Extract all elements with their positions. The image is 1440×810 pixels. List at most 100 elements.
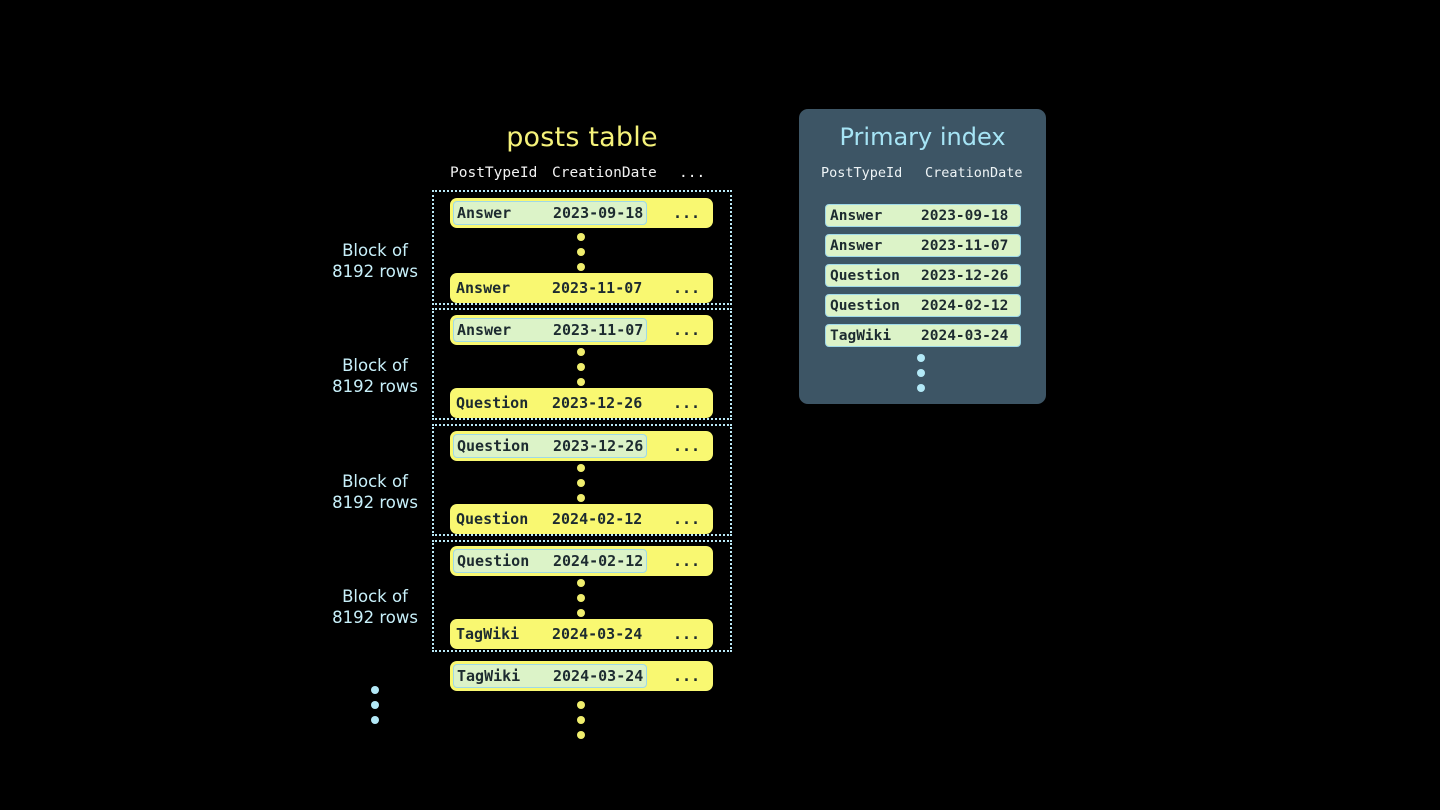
cell-ellipsis: ... xyxy=(673,321,701,339)
cell-ellipsis: ... xyxy=(673,394,701,412)
table-row: Question 2023-12-26 ... xyxy=(450,431,713,461)
row-ellipsis-dots xyxy=(577,348,587,393)
cell-creationdate: 2024-03-24 xyxy=(921,327,1009,344)
cell-ellipsis: ... xyxy=(673,437,701,455)
row-cells: Answer 2023-11-07 xyxy=(456,273,642,303)
cell-creationdate: 2023-11-07 xyxy=(552,279,643,297)
table-row: Question 2024-02-12 ... xyxy=(450,504,713,534)
block-label-2-line2: 8192 rows xyxy=(332,377,418,396)
block-label-4: Block of 8192 rows xyxy=(300,586,450,628)
cell-ellipsis: ... xyxy=(673,279,701,297)
dot xyxy=(577,479,585,487)
cell-creationdate: 2024-02-12 xyxy=(553,552,644,570)
blocks-ellipsis-dots-bottom xyxy=(371,686,381,731)
cell-creationdate: 2024-02-12 xyxy=(921,297,1009,314)
cell-posttypeid: TagWiki xyxy=(457,667,521,685)
dot xyxy=(577,701,585,709)
cell-posttypeid: Answer xyxy=(456,279,511,297)
dot xyxy=(371,716,379,724)
block-label-3: Block of 8192 rows xyxy=(300,471,450,513)
block-label-4-line2: 8192 rows xyxy=(332,608,418,627)
block-label-4-line1: Block of xyxy=(342,587,408,606)
index-entry: Answer 2023-09-18 xyxy=(825,204,1021,227)
cell-ellipsis: ... xyxy=(673,625,701,643)
dot xyxy=(577,464,585,472)
dot xyxy=(917,369,925,377)
column-header-creationdate: CreationDate xyxy=(552,165,657,181)
dot xyxy=(577,233,585,241)
dot xyxy=(577,494,585,502)
cell-creationdate: 2023-11-07 xyxy=(553,321,644,339)
cell-creationdate: 2023-09-18 xyxy=(921,207,1009,224)
index-entry: Question 2024-02-12 xyxy=(825,294,1021,317)
dot xyxy=(577,263,585,271)
dot xyxy=(577,248,585,256)
table-row: TagWiki 2024-03-24 ... xyxy=(450,619,713,649)
block-label-2-line1: Block of xyxy=(342,356,408,375)
dot xyxy=(577,579,585,587)
cell-posttypeid: TagWiki xyxy=(830,327,892,344)
dot xyxy=(371,686,379,694)
index-ellipsis-dots xyxy=(917,354,927,399)
row-cells: Question 2023-12-26 xyxy=(456,388,642,418)
index-entry: Answer 2023-11-07 xyxy=(825,234,1021,257)
index-entry: TagWiki 2024-03-24 xyxy=(825,324,1021,347)
column-header-creationdate: CreationDate xyxy=(925,165,1023,181)
cell-posttypeid: Question xyxy=(457,552,530,570)
posts-table-column-headers: PostTypeId CreationDate ... xyxy=(432,165,732,187)
cell-creationdate: 2024-02-12 xyxy=(552,510,643,528)
cell-ellipsis: ... xyxy=(673,204,701,222)
block-label-1-line2: 8192 rows xyxy=(332,262,418,281)
table-row: Question 2023-12-26 ... xyxy=(450,388,713,418)
dot xyxy=(917,354,925,362)
block-2 xyxy=(432,308,732,420)
row-highlight-box: Answer 2023-09-18 xyxy=(453,201,648,225)
dot xyxy=(577,348,585,356)
row-ellipsis-dots xyxy=(577,233,587,278)
row-highlight-box: Question 2023-12-26 xyxy=(453,434,648,458)
block-4 xyxy=(432,540,732,652)
primary-index-column-headers: PostTypeId CreationDate xyxy=(799,165,1046,185)
block-3 xyxy=(432,424,732,536)
cell-posttypeid: Question xyxy=(457,437,530,455)
cell-creationdate: 2023-12-26 xyxy=(921,267,1009,284)
row-ellipsis-dots xyxy=(577,579,587,624)
dot xyxy=(577,731,585,739)
table-row: Question 2024-02-12 ... xyxy=(450,546,713,576)
cell-posttypeid: Answer xyxy=(457,204,512,222)
row-highlight-box: Answer 2023-11-07 xyxy=(453,318,648,342)
cell-posttypeid: Answer xyxy=(830,207,883,224)
table-row-trailing: TagWiki 2024-03-24 ... xyxy=(450,661,713,691)
dot xyxy=(917,384,925,392)
cell-posttypeid: Question xyxy=(456,394,529,412)
column-header-posttypeid: PostTypeId xyxy=(821,165,903,181)
cell-posttypeid: Question xyxy=(830,267,900,284)
dot xyxy=(577,363,585,371)
table-row: Answer 2023-11-07 ... xyxy=(450,273,713,303)
column-header-ellipsis: ... xyxy=(679,165,706,181)
row-cells: TagWiki 2024-03-24 xyxy=(456,619,642,649)
cell-ellipsis: ... xyxy=(673,667,701,685)
table-row: Answer 2023-11-07 ... xyxy=(450,315,713,345)
cell-ellipsis: ... xyxy=(673,552,701,570)
row-highlight-box: Question 2024-02-12 xyxy=(453,549,648,573)
cell-posttypeid: Question xyxy=(456,510,529,528)
block-label-3-line1: Block of xyxy=(342,472,408,491)
block-label-2: Block of 8192 rows xyxy=(300,355,450,397)
row-highlight-box: TagWiki 2024-03-24 xyxy=(453,664,648,688)
cell-creationdate: 2023-12-26 xyxy=(552,394,643,412)
cell-creationdate: 2024-03-24 xyxy=(553,667,644,685)
dot xyxy=(577,594,585,602)
dot xyxy=(577,716,585,724)
posts-table-title: posts table xyxy=(506,122,658,153)
cell-creationdate: 2023-12-26 xyxy=(553,437,644,455)
primary-index-panel: Primary index PostTypeId CreationDate An… xyxy=(799,109,1046,404)
dot xyxy=(577,609,585,617)
cell-posttypeid: TagWiki xyxy=(456,625,520,643)
table-ellipsis-dots-bottom xyxy=(577,701,587,746)
cell-posttypeid: Answer xyxy=(830,237,883,254)
block-label-1: Block of 8192 rows xyxy=(300,240,450,282)
cell-creationdate: 2023-09-18 xyxy=(553,204,644,222)
cell-creationdate: 2024-03-24 xyxy=(552,625,643,643)
